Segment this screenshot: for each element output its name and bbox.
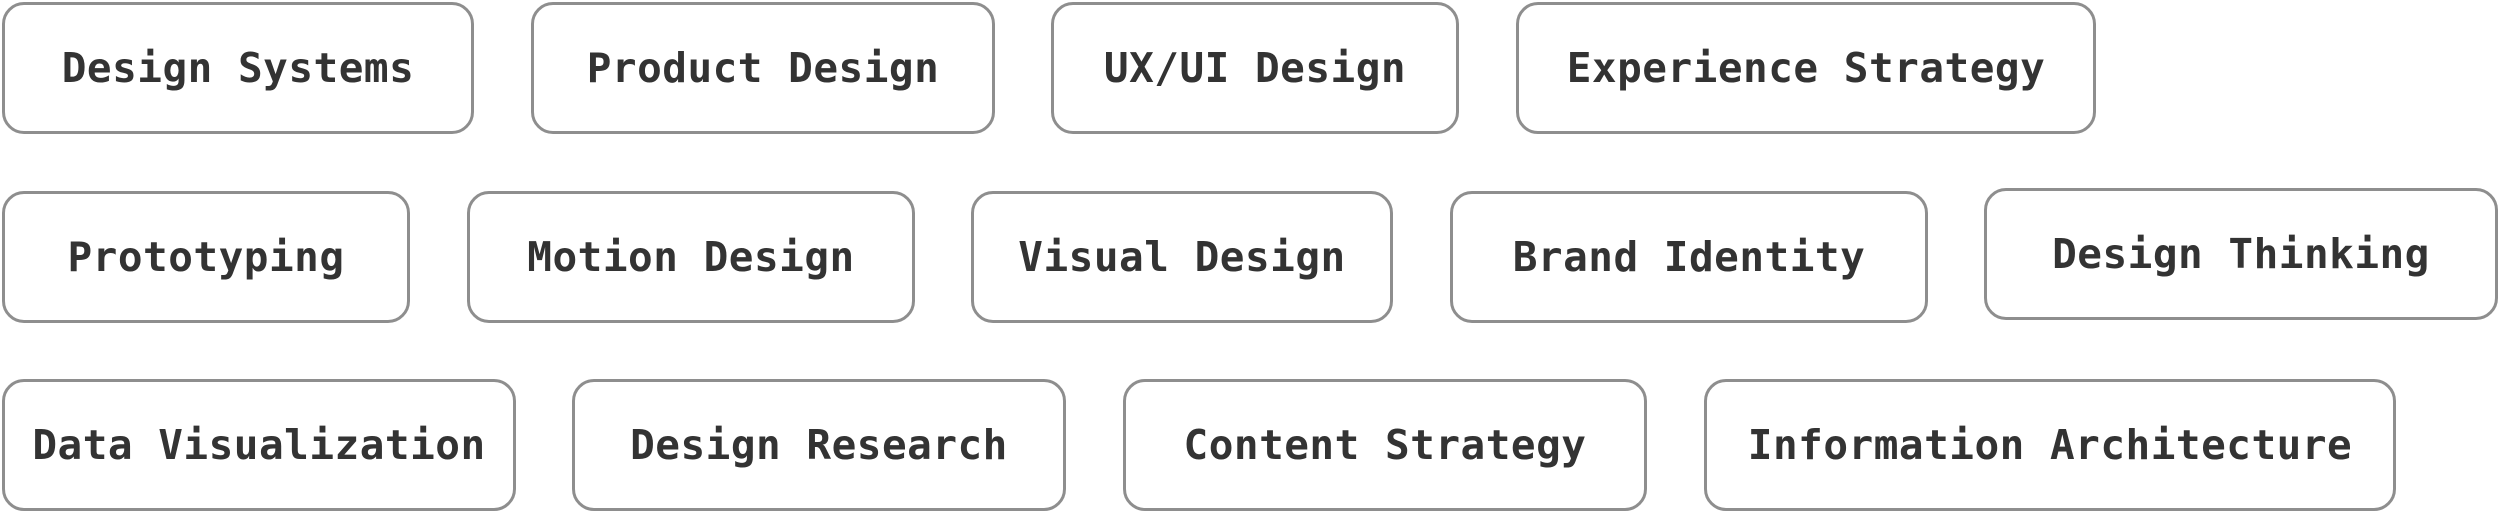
tag-motion-design[interactable]: Motion Design: [467, 191, 915, 323]
tag-design-thinking[interactable]: Design Thinking: [1984, 188, 2498, 320]
tag-product-design[interactable]: Product Design: [531, 2, 995, 134]
tag-design-research[interactable]: Design Research: [572, 379, 1066, 511]
tag-data-visualization[interactable]: Data Visualization: [2, 379, 516, 511]
tag-information-architecture[interactable]: Information Architecture: [1704, 379, 2396, 511]
tag-ux-ui-design[interactable]: UX/UI Design: [1051, 2, 1459, 134]
tag-experience-strategy[interactable]: Experience Strategy: [1516, 2, 2096, 134]
tag-prototyping[interactable]: Prototyping: [2, 191, 410, 323]
tag-brand-identity[interactable]: Brand Identity: [1450, 191, 1928, 323]
tag-content-strategy[interactable]: Content Strategy: [1123, 379, 1647, 511]
tag-design-systems[interactable]: Design Systems: [2, 2, 474, 134]
tag-visual-design[interactable]: Visual Design: [971, 191, 1393, 323]
